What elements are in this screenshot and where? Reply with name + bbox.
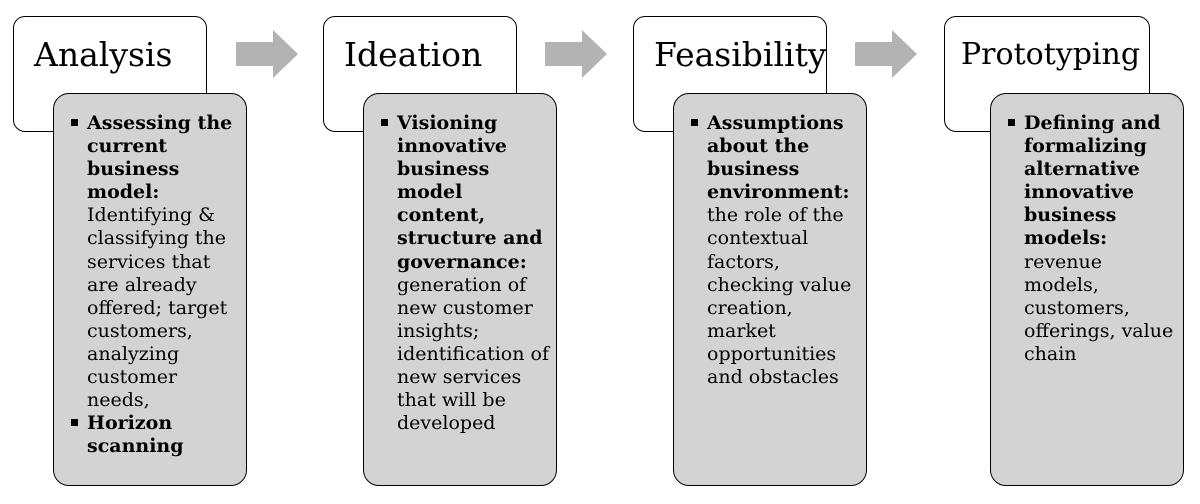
stage-title: Prototyping: [961, 37, 1141, 72]
bullet-heading: Horizon scanning: [87, 412, 184, 458]
flow-arrow-shape: [855, 30, 917, 78]
bullet-text: the role of the contextual factors, chec…: [707, 204, 852, 389]
stage-content-box: Defining and formalizing alternative inn…: [990, 93, 1184, 486]
bullet-item: Visioning innovative business model cont…: [379, 112, 550, 435]
bullet-text: generation of new customer insights; ide…: [397, 273, 549, 435]
flow-arrow-icon: [855, 30, 917, 78]
stage-title: Analysis: [34, 35, 173, 74]
bullet-item: Defining and formalizing alternative inn…: [1006, 112, 1177, 366]
flow-arrow-shape: [236, 30, 298, 78]
bullet-heading: Defining and formalizing alternative inn…: [1024, 112, 1161, 250]
bullet-text: revenue models, customers, offerings, va…: [1024, 250, 1174, 365]
stage-content-box: Assessing the current business model: Id…: [53, 93, 247, 486]
bullet-heading: Assumptions about the business environme…: [707, 112, 850, 204]
bullet-item: Assumptions about the business environme…: [689, 112, 860, 389]
bullet-heading: Visioning innovative business model cont…: [397, 112, 543, 273]
stage-content-box: Visioning innovative business model cont…: [363, 93, 557, 486]
flow-arrow-shape: [545, 30, 607, 78]
bullet-heading: Assessing the current business model:: [87, 112, 233, 204]
flow-arrow-icon: [545, 30, 607, 78]
stage-title: Feasibility: [654, 35, 827, 74]
bullet-text: Identifying & classifying the services t…: [87, 204, 228, 412]
bullet-item: Assessing the current business model: Id…: [69, 112, 240, 412]
stage-title: Ideation: [344, 35, 483, 74]
flow-arrow-icon: [236, 30, 298, 78]
bullet-item: Horizon scanning: [69, 412, 240, 458]
stage-content-box: Assumptions about the business environme…: [673, 93, 867, 486]
